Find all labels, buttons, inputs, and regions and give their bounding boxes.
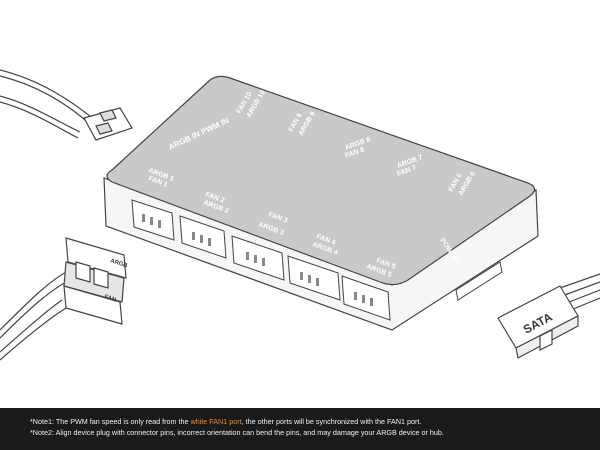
hub-diagram: ARGB IN PWM IN FAN 1 ARGB 1 FAN 2 ARGB 2… xyxy=(0,69,600,361)
port-pins xyxy=(142,214,373,306)
sata-plug xyxy=(497,273,600,359)
note-1: *Note1: The PWM fan speed is only read f… xyxy=(30,416,600,427)
power-socket xyxy=(455,261,503,301)
left-connector xyxy=(0,237,127,361)
port-4 xyxy=(287,255,341,301)
top-plug xyxy=(83,107,133,141)
port-3 xyxy=(231,235,285,281)
notes-bar: *Note1: The PWM fan speed is only read f… xyxy=(0,408,600,450)
note-1-prefix: *Note1: The PWM fan speed is only read f… xyxy=(30,417,191,426)
port-5 xyxy=(341,275,391,321)
note-2: *Note2: Align device plug with connector… xyxy=(30,428,444,437)
hub-top xyxy=(106,75,536,286)
top-cable xyxy=(0,69,96,139)
connector-fan-label: FAN xyxy=(103,294,116,303)
note-1-suffix: , the other ports will be synchronized w… xyxy=(241,417,422,426)
note-1-highlight: white FAN1 port xyxy=(190,417,242,426)
connector-argb-label: ARGB xyxy=(109,258,128,269)
